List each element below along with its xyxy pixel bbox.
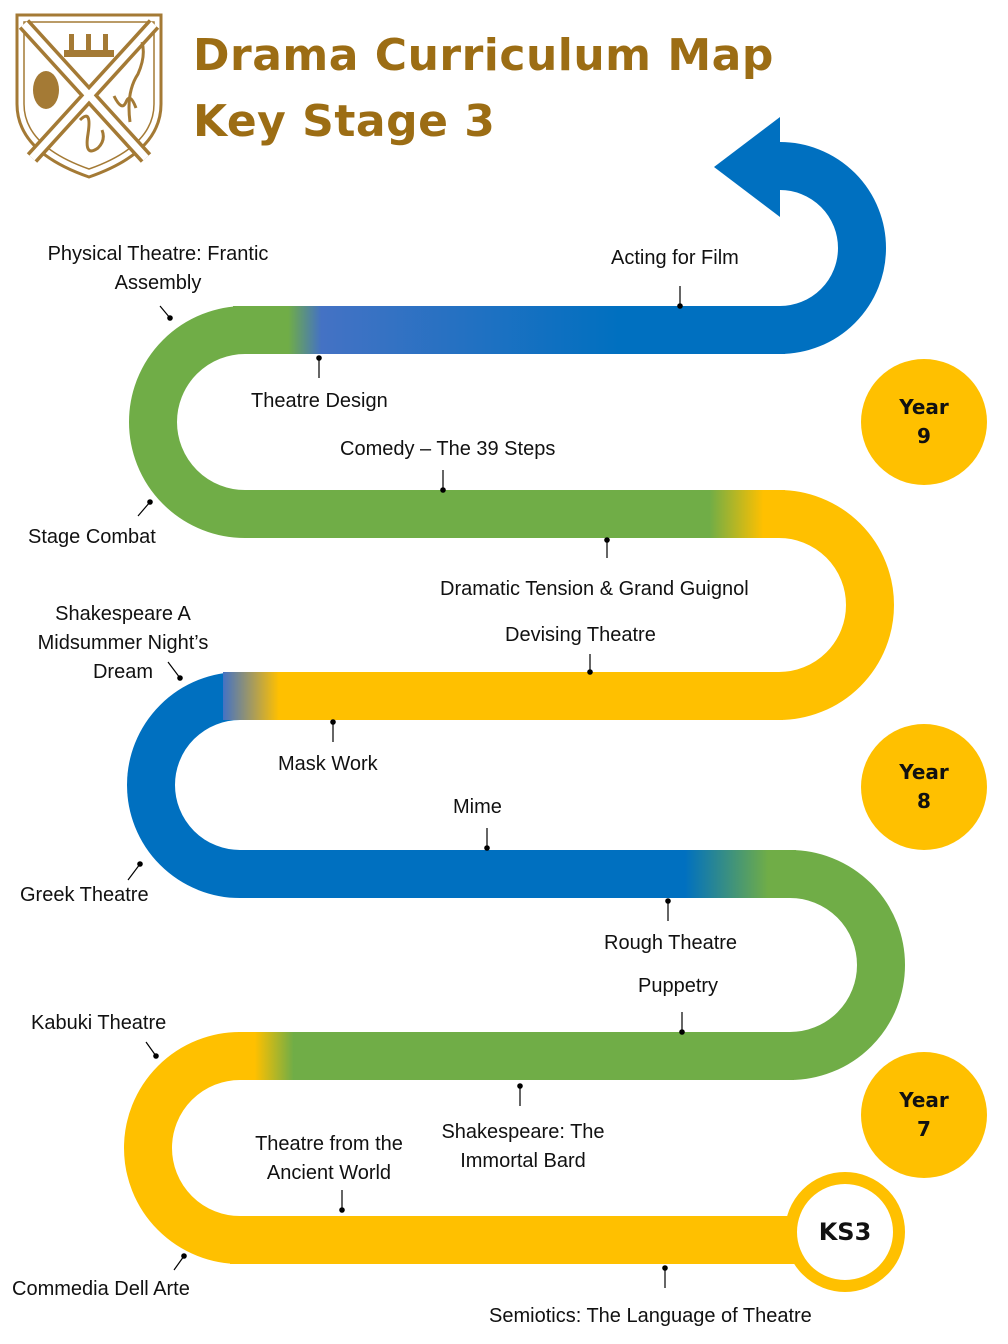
year-9-number: 9 [917, 424, 931, 448]
road-row-2 [245, 490, 785, 538]
topic-puppetry: Puppetry [638, 975, 719, 997]
topic-devising-theatre: Devising Theatre [505, 624, 656, 646]
arrow-head-icon [714, 117, 780, 217]
road-row-3 [223, 672, 783, 720]
topic-shakespeare-dream: Shakespeare A Midsummer Night’s Dream [37, 603, 209, 683]
page-title: Drama Curriculum Map [193, 30, 774, 81]
topic-mime: Mime [453, 796, 502, 818]
year-8-number: 8 [917, 789, 931, 813]
road-bend-right-1 [789, 850, 905, 1080]
topic-acting-for-film: Acting for Film [611, 247, 739, 269]
year-9-badge: Year 9 [861, 359, 987, 485]
page-subtitle: Key Stage 3 [193, 96, 496, 147]
topic-commedia: Commedia Dell Arte [12, 1278, 190, 1300]
road-bend-right-2 [778, 490, 894, 720]
topic-dramatic-tension: Dramatic Tension & Grand Guignol [440, 578, 749, 600]
road-bend-left-2 [127, 672, 241, 898]
topic-comedy: Comedy – The 39 Steps [340, 438, 556, 460]
topic-theatre-design: Theatre Design [251, 390, 388, 412]
road-row-5 [238, 1032, 794, 1080]
road-bend-right-3 [779, 142, 886, 354]
topic-stage-combat: Stage Combat [28, 526, 156, 548]
ks3-label: KS3 [818, 1218, 872, 1246]
road-row-4 [240, 850, 796, 898]
topic-greek-theatre: Greek Theatre [20, 884, 149, 906]
year-8-badge: Year 8 [861, 724, 987, 850]
topic-theatre-ancient-world: Theatre from the Ancient World [255, 1133, 403, 1184]
topic-physical-theatre: Physical Theatre: Frantic Assembly [47, 243, 269, 294]
topic-shakespeare-bard: Shakespeare: The Immortal Bard [441, 1121, 605, 1172]
road-bend-left-3 [129, 306, 246, 538]
topic-kabuki-theatre: Kabuki Theatre [31, 1012, 167, 1034]
school-crest-icon [15, 13, 163, 179]
year-7-number: 7 [917, 1117, 931, 1141]
year-7-badge: Year 7 [861, 1052, 987, 1178]
road-bend-left-1 [124, 1032, 241, 1264]
topic-mask-work: Mask Work [278, 753, 378, 775]
ks3-start-badge: KS3 [785, 1172, 905, 1292]
topic-rough-theatre: Rough Theatre [604, 932, 738, 954]
road-row-1 [233, 306, 785, 354]
year-9-label: Year [899, 395, 949, 419]
year-7-label: Year [899, 1088, 949, 1112]
topic-semiotics: Semiotics: The Language of Theatre [489, 1305, 812, 1327]
year-8-label: Year [899, 760, 949, 784]
